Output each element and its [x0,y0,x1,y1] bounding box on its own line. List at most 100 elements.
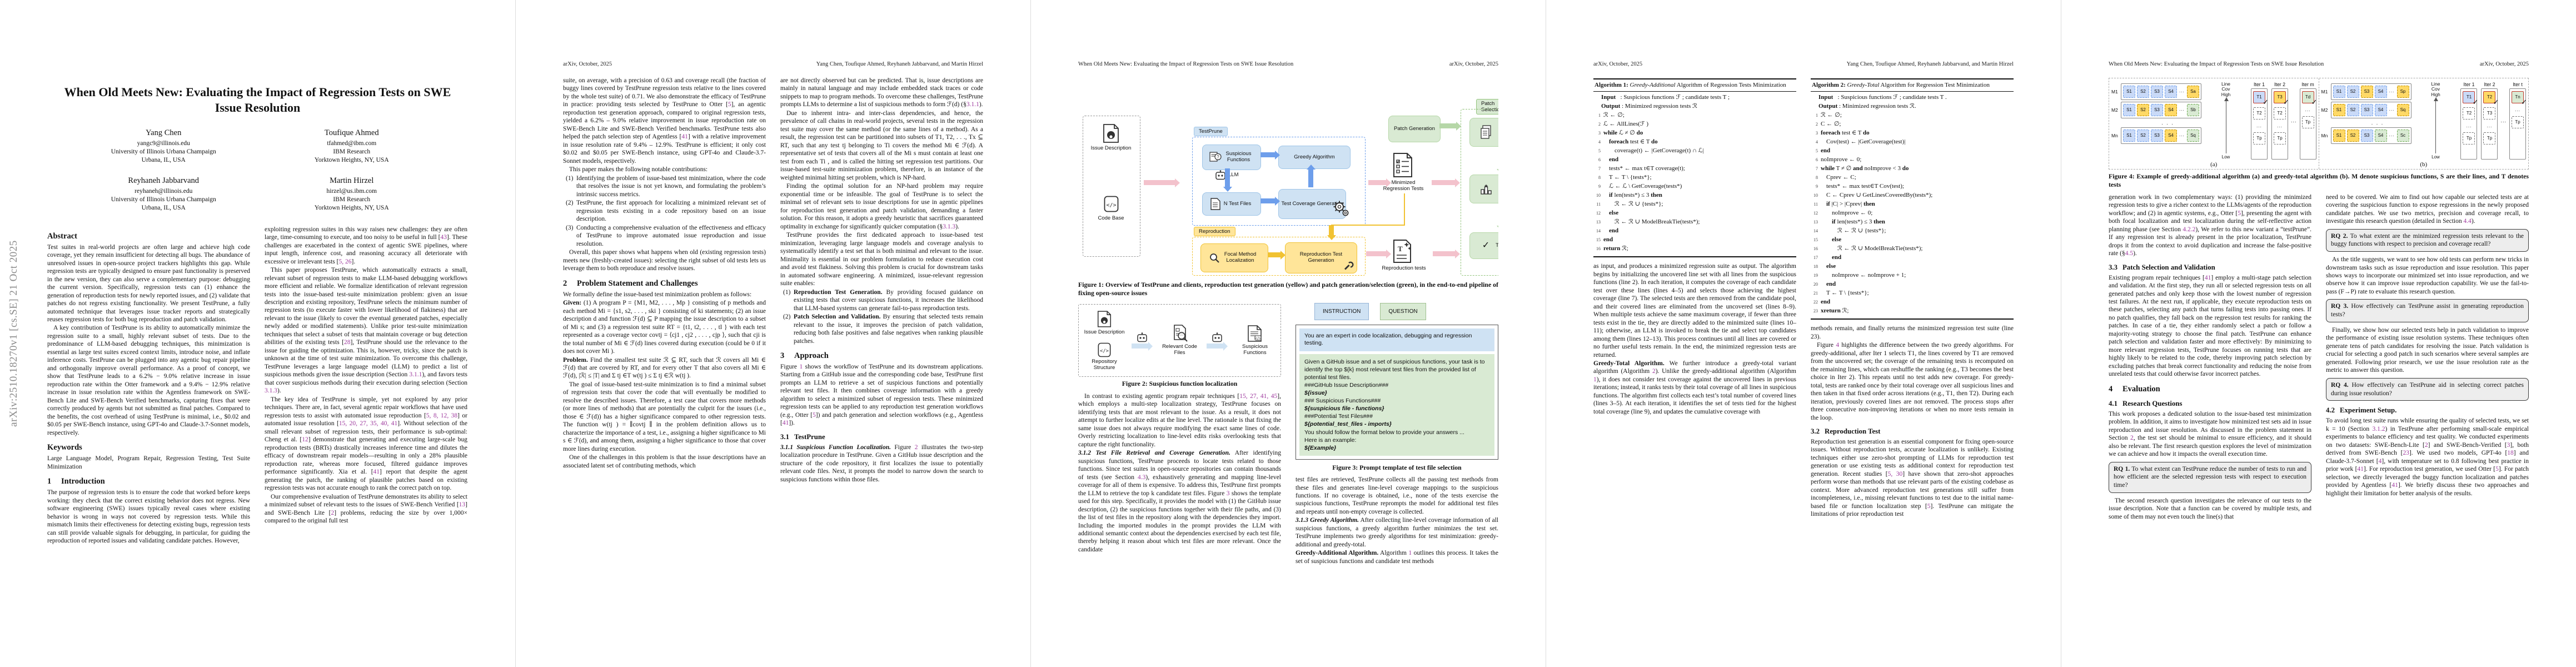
author-name: Reyhaneh Jabbarvand [128,176,200,185]
test-coverage-generation-box: Test Coverage Generation [1278,189,1346,219]
test-cell: T1✓ [2253,91,2269,106]
test-cell: ... [2277,123,2283,128]
focal-method-localization-box: Focal Method Localization [1200,243,1268,272]
relevant-code-files-label: Relevant Code Files [1162,344,1197,356]
suspicious-functions-icon: </> [1248,325,1262,342]
line-cell: S1 [2123,86,2135,98]
test-cell: T2 [2463,107,2475,120]
instruction-tag: INSTRUCTION [1314,302,1369,320]
author-name: Toufique Ahmed [324,128,379,138]
paragraph: The second research question investigate… [2109,497,2311,520]
running-header-left: arXiv, October, 2025 [1593,61,1643,67]
page-5: When Old Meets New: Evaluating the Impac… [2061,0,2576,667]
line-cell: ... [2179,107,2185,112]
research-question-box: RQ 4. How effectively can TestPrune aid … [2326,377,2529,401]
figure-3-prompt: INSTRUCTION QUESTION You are an expert i… [1296,302,1498,460]
potential-patches-box: Potential Patches [1469,118,1498,147]
line-cell: S1 [2333,130,2345,142]
page-4-left-column: Algorithm 1: Greedy-Additional Algorithm… [1593,77,1796,519]
algorithm-2: Algorithm 2: Greedy-Total Algorithm for … [1811,78,2014,320]
instruction-text: You are an expert in code localization, … [1299,328,1494,351]
paragraph: Large Language Model, Program Repair, Re… [47,455,250,470]
line-cell: Sa [2187,86,2199,98]
list-item: (2)Patch Selection and Validation. By en… [783,313,983,345]
repro-to-tests-arrow [1366,249,1391,258]
patch-selection-box: Patch Selection [1469,175,1498,203]
svg-text:</>: </> [1106,202,1116,208]
prompt-box: You are an expert in code localization, … [1296,324,1498,460]
suspicious-functions-label: Suspicious Functions [1242,344,1268,356]
section-heading: Abstract [47,231,77,241]
paragraph: test files are retrieved, TestPrune coll… [1296,476,1498,515]
input-to-testprune-arrow [1144,178,1180,187]
figure-2-caption: Figure 2: Suspicious function localizati… [1122,380,1238,388]
paragraph: The goal of issue-based test-suite minim… [563,381,766,452]
paragraph: One of the challenges in this problem is… [563,454,766,469]
paragraph: This paper proposes TestPrune, which aut… [265,267,467,395]
reproduction-tests-icon: T [1393,240,1411,263]
running-header-left: arXiv, October, 2025 [563,61,612,67]
testprune-box [1192,137,1366,226]
author-block: Reyhaneh Jabbarvand reyhaneh@illinois.edu… [69,176,258,212]
test-cell: T1✓ [2463,91,2478,106]
page-4-right-column: Algorithm 2: Greedy-Total Algorithm for … [1811,77,2014,519]
paragraph: This work proposes a dedicated solution … [2109,410,2311,458]
paragraph: The key idea of TestPrune is simple, yet… [265,396,467,492]
top-patch-box: ✓ Top Patch [1469,232,1498,259]
test-cell: Tp [2512,116,2524,128]
research-question-box: RQ 2. To what extent are the minimized r… [2326,228,2529,252]
panel-label: (b) [2420,161,2428,168]
prompt-line: ${issue} [1304,390,1327,397]
n-test-files-box: N Test Files [1202,192,1261,216]
paragraph: Due to inherent intra- and inter-class d… [780,109,983,181]
page-5-right-column: need to be covered. We aim to find out h… [2326,193,2529,522]
author-email: reyhaneh@illinois.edu [134,187,193,195]
line-cell: S2 [2137,86,2149,98]
line-cell: S1 [2123,104,2135,116]
line-cell: S3 [2151,130,2163,142]
line-cell: S2 [2346,104,2359,116]
patch-selection-tab: Patch Selection [1476,99,1498,115]
line-cell: S2 [2137,130,2149,142]
prompt-line: Here is an example: [1304,436,1357,444]
author-affiliation: IBM Research [333,196,371,203]
paragraph: as input, and produces a minimized regre… [1593,263,1796,359]
test-cell: T2 [2273,107,2286,120]
line-cell: S3 [2360,130,2373,142]
test-cell: Tp [2483,132,2496,145]
list-item: (1)Identifying the problem of issue-base… [566,175,766,198]
list-item: (1)Reproduction Test Generation. By prov… [783,288,983,312]
paragraph: Greedy-Additional Algorithm. Algorithm 1… [1296,550,1498,565]
greedy-algorithm-box: Greedy Algorithm [1278,146,1351,169]
test-cell: T2 [2253,107,2265,120]
patch-generation-box: Patch Generation [1388,116,1441,142]
panel-label: (a) [2210,161,2218,168]
paragraph: A key contribution of TestPrune is its a… [47,325,250,436]
svg-text:</>: </> [1255,337,1261,341]
prompt-line: ###Potential Test Files### [1304,413,1373,420]
reproduction-box [1192,237,1366,276]
algorithm-1: Algorithm 1: Greedy-Additional Algorithm… [1593,78,1796,258]
